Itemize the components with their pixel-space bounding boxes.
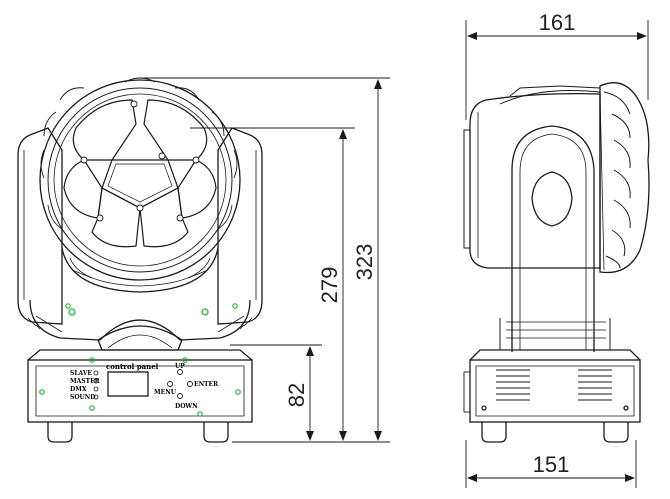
front-yoke-right-arm bbox=[217, 127, 263, 325]
up-button[interactable] bbox=[177, 369, 183, 375]
svg-text:DOWN: DOWN bbox=[175, 403, 198, 410]
side-head-body bbox=[469, 92, 601, 269]
front-head-outer bbox=[39, 79, 241, 281]
indicator-sound bbox=[93, 394, 99, 400]
front-base-body bbox=[27, 359, 253, 423]
dim-label-161: 161 bbox=[539, 10, 576, 35]
indicator-master bbox=[93, 378, 99, 384]
side-yoke-arm bbox=[511, 125, 595, 352]
front-foot-left bbox=[47, 422, 73, 443]
down-button[interactable] bbox=[177, 393, 183, 399]
front-base-top bbox=[27, 349, 253, 361]
svg-text:MENU: MENU bbox=[154, 389, 177, 396]
svg-text:UP: UP bbox=[175, 363, 185, 370]
display-window bbox=[107, 371, 149, 397]
front-lens-petals bbox=[63, 99, 217, 248]
dim-label-323: 323 bbox=[352, 244, 377, 281]
label-slave: SLAVE bbox=[70, 370, 92, 377]
dim-label-82: 82 bbox=[284, 383, 309, 407]
control-panel: control panel SLAVE MASTER DMX SOUND UP … bbox=[39, 303, 241, 417]
front-yoke-left-arm bbox=[17, 127, 63, 325]
front-foot-right bbox=[203, 422, 229, 443]
front-yoke-led-right bbox=[201, 308, 209, 316]
side-foot-left bbox=[481, 422, 507, 443]
side-tilt-hub bbox=[531, 171, 573, 227]
side-base-body bbox=[469, 359, 641, 423]
side-lens-front bbox=[599, 82, 650, 274]
side-view bbox=[463, 82, 650, 443]
side-foot-right bbox=[603, 422, 629, 443]
front-yoke-body bbox=[29, 299, 251, 341]
control-panel-title: control panel bbox=[106, 362, 159, 371]
front-yoke-led-left bbox=[68, 308, 76, 316]
label-master: MASTER bbox=[70, 378, 101, 385]
side-base-top bbox=[469, 349, 641, 361]
indicator-dmx bbox=[93, 386, 99, 392]
label-dmx: DMX bbox=[70, 386, 87, 393]
dim-label-279: 279 bbox=[317, 267, 342, 304]
dim-label-151: 151 bbox=[533, 452, 570, 477]
menu-button[interactable] bbox=[167, 381, 173, 387]
front-view bbox=[17, 77, 263, 443]
enter-button[interactable] bbox=[187, 381, 193, 387]
indicator-slave bbox=[93, 370, 99, 376]
dimension-lines bbox=[140, 20, 649, 488]
svg-text:ENTER: ENTER bbox=[194, 381, 219, 388]
label-sound: SOUND bbox=[70, 394, 95, 401]
